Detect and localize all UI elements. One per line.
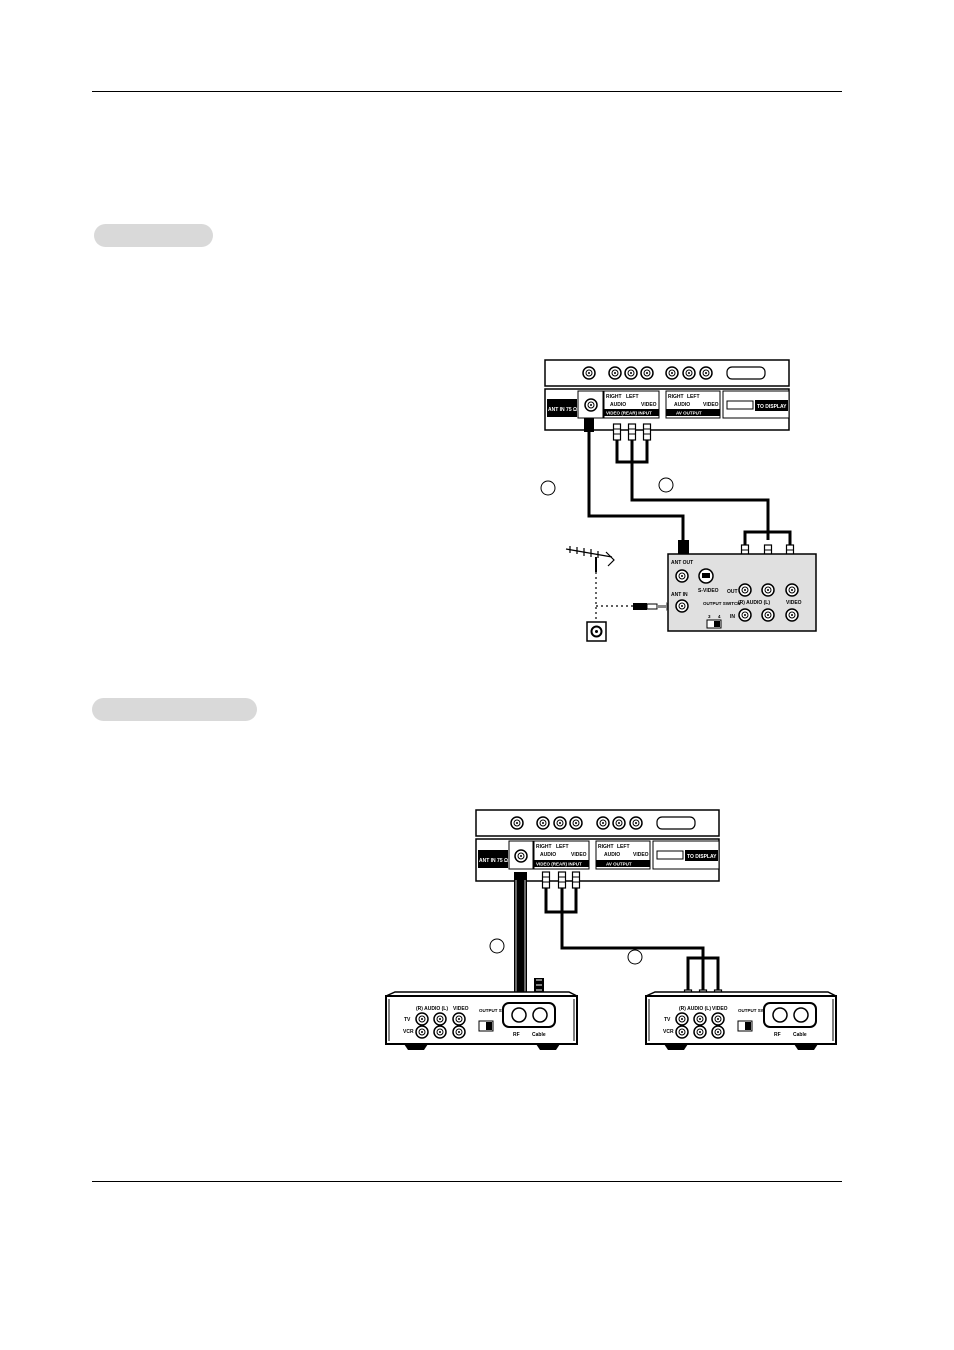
vcr-out-label: OUT bbox=[727, 589, 738, 595]
bottom-rule bbox=[92, 1181, 842, 1182]
antenna-icon bbox=[565, 546, 634, 622]
box1-video-label: VIDEO bbox=[453, 1006, 469, 1012]
video-label: VIDEO bbox=[641, 402, 657, 408]
vcr-output-switch-label: OUTPUT SWITCH bbox=[703, 601, 741, 606]
vcr-ant-in-label: ANT IN bbox=[671, 592, 688, 598]
av-audio-label: AUDIO bbox=[674, 402, 690, 408]
vcr-ch4-label: 4 bbox=[718, 614, 721, 619]
box2-tv-label: TV bbox=[664, 1017, 671, 1023]
box1-tv-label: TV bbox=[404, 1017, 411, 1023]
audio-label-2: AUDIO bbox=[540, 852, 556, 858]
av-left-label-2: LEFT bbox=[617, 844, 630, 850]
av-output-label: AV OUTPUT bbox=[676, 411, 702, 416]
video-input-label: VIDEO (REAR) INPUT bbox=[606, 411, 652, 416]
box1-vcr-label: VCR bbox=[403, 1029, 414, 1035]
vcr-s-video-label: S-VIDEO bbox=[698, 588, 719, 594]
tv-rear-panel-1: ANT IN 75 Ω RIGHT LEFT AUDIO VIDEO VIDEO… bbox=[544, 359, 790, 431]
callout-2 bbox=[658, 477, 674, 493]
section1-heading-pill bbox=[94, 224, 213, 247]
av-video-label: VIDEO bbox=[703, 402, 719, 408]
box2-cable-label: Cable bbox=[793, 1032, 807, 1038]
cables-1 bbox=[587, 432, 792, 545]
vcr-ant-out-label: ANT OUT bbox=[671, 560, 693, 566]
ant-in-label-2: ANT IN 75 Ω bbox=[479, 858, 508, 864]
box1-cable-label: Cable bbox=[532, 1032, 546, 1038]
audio-right-label-2: RIGHT bbox=[536, 844, 552, 850]
box2-video-label: VIDEO bbox=[712, 1006, 728, 1012]
section2-heading-pill bbox=[92, 698, 257, 721]
rf-connector-icon bbox=[633, 602, 672, 611]
av-right-label: RIGHT bbox=[668, 394, 684, 400]
av-output-label-2: AV OUTPUT bbox=[606, 862, 632, 867]
top-rule bbox=[92, 91, 842, 92]
cable-box-right: (R) AUDIO (L) VIDEO TV VCR OUTPUT SWITCH… bbox=[645, 991, 837, 1050]
box1-output-switch-label: OUTPUT SWITCH bbox=[479, 1008, 517, 1013]
vcr-in-label: IN bbox=[730, 614, 735, 620]
box2-audio-label: (R) AUDIO (L) bbox=[679, 1006, 711, 1012]
box2-output-switch-label: OUTPUT SWITCH bbox=[738, 1008, 776, 1013]
box2-rf-label: RF bbox=[774, 1032, 781, 1038]
vcr-rear-panel: ANT OUT ANT IN S-VIDEO OUT (R) AUDIO (L)… bbox=[667, 553, 817, 632]
audio-right-label: RIGHT bbox=[606, 394, 622, 400]
callout-2b bbox=[627, 949, 643, 965]
callout-1 bbox=[540, 480, 556, 496]
box1-audio-label: (R) AUDIO (L) bbox=[416, 1006, 448, 1012]
av-video-label-2: VIDEO bbox=[633, 852, 649, 858]
audio-left-label: LEFT bbox=[626, 394, 639, 400]
vcr-audio-label: (R) AUDIO (L) bbox=[738, 600, 770, 606]
vcr-video-label: VIDEO bbox=[786, 600, 802, 606]
plugs-1 bbox=[584, 418, 795, 562]
vcr-ch3-label: 3 bbox=[708, 614, 711, 619]
to-display-label: TO DISPLAY bbox=[757, 404, 787, 410]
av-right-label-2: RIGHT bbox=[598, 844, 614, 850]
wall-outlet-icon bbox=[586, 621, 607, 642]
audio-label: AUDIO bbox=[610, 402, 626, 408]
video-input-label-2: VIDEO (REAR) INPUT bbox=[536, 862, 582, 867]
to-display-label-2: TO DISPLAY bbox=[687, 854, 717, 860]
ant-in-label: ANT IN 75 Ω bbox=[548, 407, 577, 413]
cable-box-left: (R) AUDIO (L) VIDEO TV VCR OUTPUT SWITCH… bbox=[385, 991, 578, 1050]
audio-left-label-2: LEFT bbox=[556, 844, 569, 850]
video-label-2: VIDEO bbox=[571, 852, 587, 858]
cables-2 bbox=[544, 888, 720, 992]
coax-cable-2 bbox=[514, 872, 544, 996]
av-left-label: LEFT bbox=[687, 394, 700, 400]
plugs-2 bbox=[541, 871, 723, 1007]
av-audio-label-2: AUDIO bbox=[604, 852, 620, 858]
box1-rf-label: RF bbox=[513, 1032, 520, 1038]
tv-rear-panel-2: ANT IN 75 Ω RIGHT LEFT AUDIO VIDEO VIDEO… bbox=[475, 809, 720, 882]
box2-vcr-label: VCR bbox=[663, 1029, 674, 1035]
callout-1b bbox=[489, 938, 505, 954]
